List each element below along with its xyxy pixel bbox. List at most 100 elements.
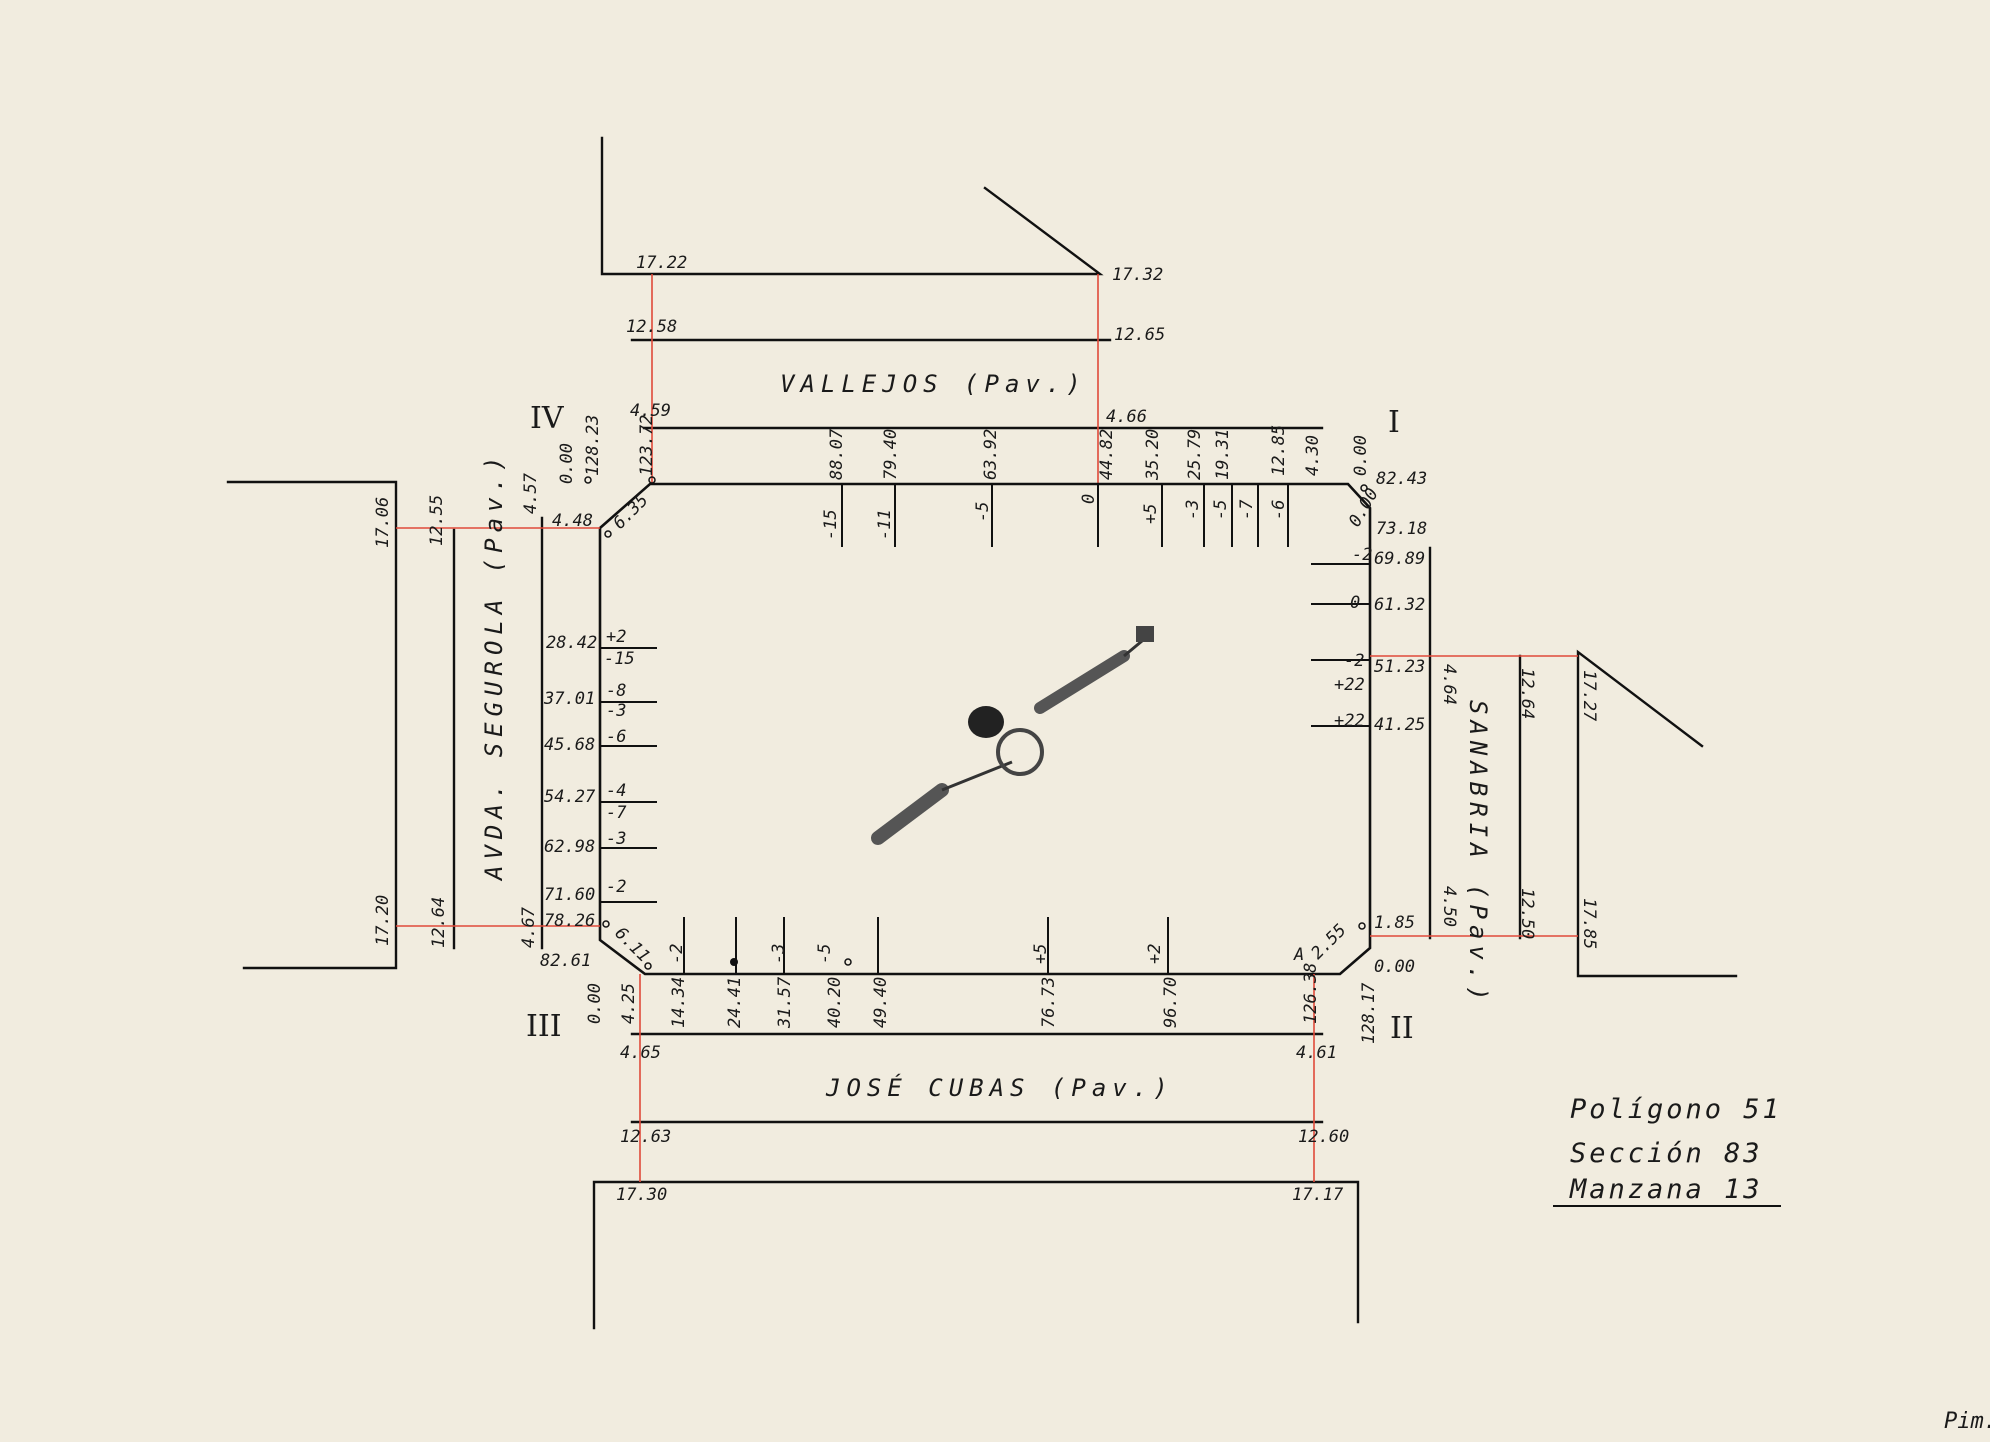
centre-symbol [871, 626, 1154, 845]
east-street: 4.64 4.50 12.64 12.50 17.27 17.85 SANABR… [1370, 546, 1738, 1007]
south-tick-level: -3 [769, 944, 789, 964]
west-curb-top: 4.57 [521, 472, 541, 514]
north-tick-dist: 44.82 [1097, 429, 1117, 480]
east-mid-top: 12.64 [1517, 668, 1537, 719]
marker-dot [1360, 484, 1368, 492]
south-tick-dist: 24.41 [725, 977, 745, 1028]
south-tick-dist: 49.40 [871, 977, 891, 1028]
north-outer-right: 17.32 [1112, 265, 1163, 285]
south-tick-level: +2 [1145, 944, 1165, 964]
west-outer-line [226, 480, 398, 970]
north-tick-level: -6 [1269, 500, 1289, 520]
corner-iv-e: 4.48 [552, 511, 593, 531]
east-tick-dist: 69.89 [1374, 549, 1425, 569]
west-tick-level2: -15 [604, 649, 635, 669]
street-name-west: AVDA. SEGUROLA (Pav.) [480, 451, 508, 882]
corner-label-ii: II [1390, 1011, 1414, 1046]
east-curb-top: 4.64 [1439, 664, 1459, 705]
south-tick-level: A [1293, 945, 1304, 965]
corner-iii-a: 0.00 [585, 983, 605, 1024]
north-tick-dist: 25.79 [1185, 429, 1205, 480]
east-outer-line [1576, 649, 1738, 978]
signature: Pim. [1944, 1409, 1990, 1434]
north-street: 17.22 17.32 12.58 12.65 4.59 4.66 VALLEJ… [600, 136, 1324, 484]
north-tick-level: -11 [875, 509, 895, 540]
north-tick-level: -15 [821, 509, 841, 540]
west-outer-bottom: 17.20 [373, 895, 393, 946]
east-outer-bottom: 17.85 [1579, 898, 1599, 949]
north-tick-dist: 63.92 [981, 429, 1001, 480]
west-tick-level: +2 [606, 627, 626, 647]
north-tick-level: -5 [973, 502, 993, 522]
west-tick-level2: -3 [606, 701, 626, 721]
north-tick-level: +5 [1141, 504, 1161, 524]
west-street: 4.57 4.67 12.55 12.64 17.06 17.20 AVDA. … [226, 451, 600, 970]
marker-dot [648, 476, 656, 484]
north-tick-dist: 35.20 [1143, 429, 1163, 481]
symbol-flag [1136, 626, 1154, 642]
north-tick-dist: 88.07 [827, 428, 847, 480]
legend-seccion: Sección 83 [1570, 1138, 1763, 1169]
south-outer-right: 17.17 [1292, 1185, 1344, 1205]
north-curb-right: 4.66 [1106, 407, 1147, 427]
north-frontage-ticks: 88.07 -15 79.40 -11 63.92 -5 44.82 0 35.… [821, 425, 1323, 547]
south-outer-line [592, 1180, 1360, 1330]
east-tick-dist: 73.18 [1376, 519, 1427, 539]
corner-label-i: I [1388, 405, 1400, 440]
south-street: 4.65 4.61 12.63 12.60 17.30 17.17 JOSÉ C… [592, 974, 1360, 1330]
west-tick-dist: 71.60 [544, 885, 595, 905]
south-tick-level: -2 [667, 944, 687, 964]
marker-dot [1358, 922, 1366, 930]
north-tick-level: -7 [1237, 499, 1257, 520]
east-tick-level: +22 [1334, 711, 1365, 731]
north-tick-dist: 12.85 [1269, 425, 1289, 476]
marker-dot [584, 476, 592, 484]
corner-iii: III 0.00 82.61 6.11 [526, 920, 654, 1044]
south-tick-level: +5 [1031, 944, 1051, 964]
corner-ii-dist: 128.17 [1359, 982, 1379, 1044]
west-tick-dist: 28.42 [546, 633, 597, 653]
marker-dot [602, 920, 610, 928]
east-outer-top: 17.27 [1579, 670, 1599, 722]
north-tick-dist: 79.40 [881, 429, 901, 480]
south-frontage-ticks: 4.25 14.34 -2 24.41 31.57 -3 40.20 -5 49… [619, 917, 1321, 1029]
north-mid-left: 12.58 [626, 317, 677, 337]
east-mid-bottom: 12.50 [1517, 888, 1537, 939]
south-tick-dist: 76.73 [1039, 977, 1059, 1028]
symbol-stroke [941, 760, 1013, 792]
corner-label-iii: III [526, 1009, 562, 1044]
east-tick-dist: 51.23 [1374, 657, 1425, 677]
corner-iii-b: 82.61 [540, 951, 591, 971]
east-tick-dist: 41.25 [1374, 715, 1425, 735]
west-tick-dist: 45.68 [544, 735, 595, 755]
south-tick-dist: 126.38 [1301, 963, 1321, 1024]
east-tick-level: 0 [1350, 593, 1360, 613]
north-mid-right: 12.65 [1114, 325, 1165, 345]
marker-dot [730, 958, 738, 966]
east-curb-bottom: 4.50 [1439, 886, 1459, 927]
west-outer-top: 17.06 [373, 497, 393, 548]
south-tick-dist: 40.20 [825, 977, 845, 1028]
east-tick-level: -2 [1344, 651, 1364, 671]
west-tick-level2: -7 [606, 803, 627, 823]
marker-dot [604, 530, 612, 538]
corner-iv-c: 123.72 [637, 415, 657, 476]
east-tick-level: +22 [1334, 675, 1365, 695]
north-tick-dist: 19.31 [1213, 429, 1233, 480]
symbol-ring [996, 728, 1044, 776]
south-tick-dist: 4.25 [619, 983, 639, 1024]
west-tick-level: -3 [606, 829, 626, 849]
symbol-stroke [871, 783, 949, 845]
west-tick-level: -6 [606, 727, 626, 747]
west-curb-bottom: 4.67 [519, 906, 539, 948]
west-mid-bottom: 12.64 [429, 897, 449, 948]
south-tick-level: -5 [815, 944, 835, 964]
north-tick-level: 0 [1079, 494, 1099, 504]
north-outer-left: 17.22 [636, 253, 687, 273]
west-tick-level: -8 [606, 681, 626, 701]
symbol-stroke [1034, 650, 1130, 714]
west-tick-dist: 37.01 [543, 689, 595, 709]
corner-iv-a: 0.00 [557, 443, 577, 484]
corner-i-b: 82.43 [1376, 469, 1427, 489]
corner-ii-c: 0.00 [1374, 957, 1415, 977]
